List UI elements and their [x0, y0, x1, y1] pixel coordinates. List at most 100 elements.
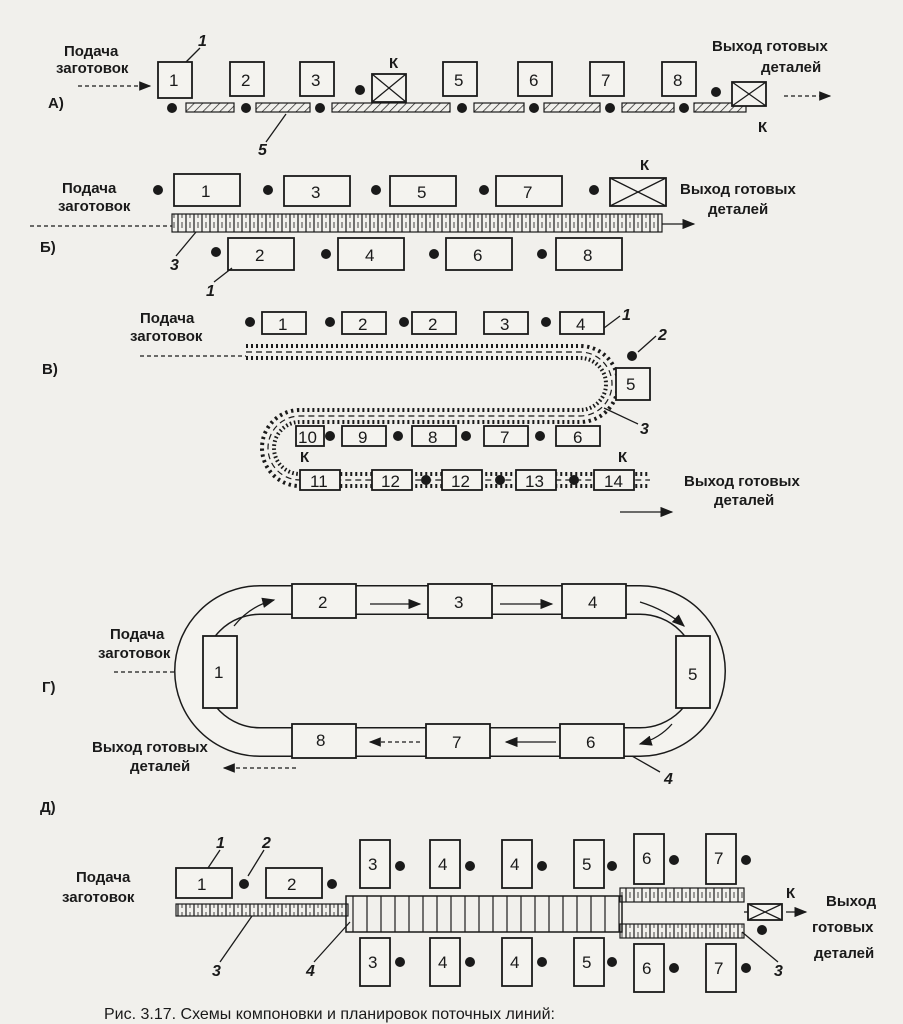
control-station: К: [747, 885, 796, 921]
roller-conveyor: [175, 903, 349, 917]
svg-text:2: 2: [255, 246, 264, 265]
station: 5: [573, 839, 605, 889]
worker-markers: [167, 85, 721, 113]
svg-text:К: К: [786, 885, 796, 902]
svg-text:6: 6: [642, 959, 651, 978]
svg-text:5: 5: [417, 183, 426, 202]
station: 6: [633, 833, 665, 885]
station: 2: [265, 867, 323, 899]
input-label-v: Подача: [140, 310, 195, 327]
station: 5: [442, 61, 478, 97]
station: 1: [261, 311, 307, 335]
svg-text:4: 4: [510, 953, 519, 972]
station: 8: [555, 237, 623, 271]
svg-text:6: 6: [642, 849, 651, 868]
section-v: В) Подача заготовок Выход готовых детале…: [42, 307, 800, 518]
svg-text:6: 6: [529, 71, 538, 90]
svg-text:8: 8: [316, 731, 325, 750]
station: 4: [429, 839, 461, 889]
svg-text:7: 7: [523, 183, 532, 202]
station: 13: [515, 469, 557, 491]
svg-text:3: 3: [500, 315, 509, 334]
station: 3: [283, 175, 351, 207]
callout-1: 1: [622, 307, 631, 324]
svg-text:5: 5: [582, 855, 591, 874]
output-label-a-2: деталей: [761, 59, 821, 76]
svg-text:4: 4: [365, 246, 374, 265]
svg-text:6: 6: [473, 246, 482, 265]
figure-caption: Рис. 3.17. Схемы компоновки и планировок…: [104, 1006, 555, 1023]
station: 7: [495, 175, 563, 207]
svg-text:7: 7: [601, 71, 610, 90]
svg-text:8: 8: [583, 246, 592, 265]
svg-text:1: 1: [278, 315, 287, 334]
station: 14К: [593, 449, 635, 491]
svg-text:К: К: [758, 119, 768, 136]
callout-2: 2: [261, 835, 271, 852]
svg-text:1: 1: [197, 875, 206, 894]
svg-text:5: 5: [454, 71, 463, 90]
station: 3: [359, 937, 391, 987]
station: 6: [445, 237, 513, 271]
svg-text:2: 2: [318, 593, 327, 612]
svg-text:4: 4: [438, 855, 447, 874]
station: 8: [291, 723, 357, 759]
section-label-b: Б): [40, 239, 56, 256]
svg-text:11: 11: [310, 472, 328, 491]
svg-text:4: 4: [576, 315, 585, 334]
svg-text:14: 14: [604, 472, 623, 491]
callout-4: 4: [663, 771, 673, 788]
station: 5: [675, 635, 711, 709]
section-label-d: Д): [40, 799, 56, 816]
roller-conveyor: [171, 213, 663, 233]
station: 12: [441, 469, 483, 491]
control-station: К: [371, 55, 407, 103]
output-label-v: Выход готовых: [684, 473, 800, 490]
callout-1: 1: [206, 283, 215, 300]
station: 7: [589, 61, 625, 97]
station: 3: [427, 583, 493, 619]
svg-text:6: 6: [586, 733, 595, 752]
svg-text:3: 3: [454, 593, 463, 612]
output-label-d: Выход: [826, 893, 877, 910]
output-label-b-2: деталей: [708, 201, 768, 218]
svg-text:2: 2: [358, 315, 367, 334]
station: 4: [501, 937, 533, 987]
svg-text:3: 3: [368, 953, 377, 972]
section-a: А) Подача заготовок Выход готовых детале…: [48, 33, 832, 159]
svg-text:6: 6: [573, 428, 582, 447]
svg-text:К: К: [640, 157, 650, 174]
callout-4: 4: [305, 963, 315, 980]
transport-segment: [255, 102, 311, 113]
section-label-g: Г): [42, 679, 56, 696]
callout-3: 3: [640, 421, 649, 438]
station: 4: [337, 237, 405, 271]
station: 1: [173, 173, 241, 207]
transport-segment: [693, 102, 747, 113]
svg-text:1: 1: [214, 663, 223, 682]
station: 1: [202, 635, 238, 709]
station: 6: [559, 723, 625, 759]
control-station: К: [731, 81, 768, 136]
station: 6: [633, 943, 665, 993]
station: 3: [359, 839, 391, 889]
svg-text:9: 9: [358, 428, 367, 447]
callout-3: 3: [774, 963, 783, 980]
svg-text:2: 2: [428, 315, 437, 334]
station: 4: [501, 839, 533, 889]
callout-5: 5: [258, 142, 268, 159]
transport-segment: [621, 102, 675, 113]
input-label-d-2: заготовок: [62, 889, 135, 906]
svg-text:2: 2: [241, 71, 250, 90]
output-label-d-2: готовых: [812, 919, 874, 936]
station: 1: [157, 61, 193, 99]
svg-text:7: 7: [714, 959, 723, 978]
station: 2: [229, 61, 265, 97]
callout-1: 1: [216, 835, 225, 852]
svg-text:К: К: [300, 449, 310, 466]
station: 3: [483, 311, 529, 335]
station: 10: [295, 425, 325, 447]
svg-text:3: 3: [311, 183, 320, 202]
svg-text:7: 7: [714, 849, 723, 868]
station: 11К: [299, 449, 341, 491]
